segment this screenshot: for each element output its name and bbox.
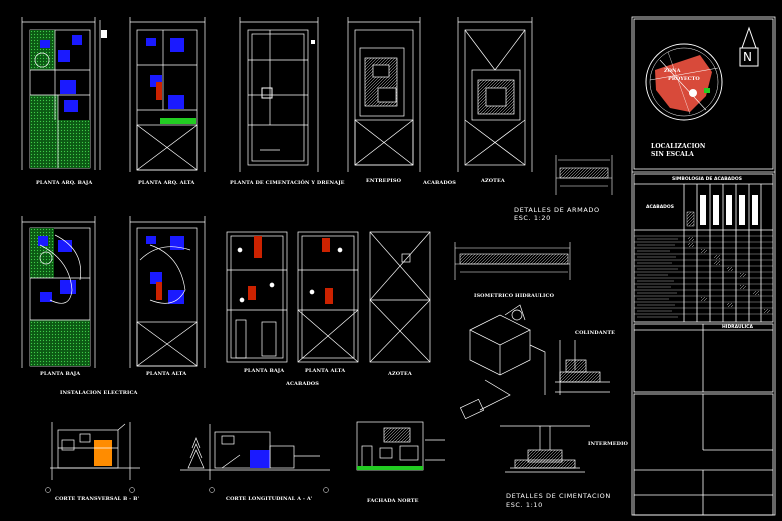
acabados-planta-alta bbox=[297, 231, 359, 363]
label-planta-alta: PLANTA ALTA bbox=[146, 371, 187, 377]
plan-cimentacion bbox=[239, 17, 319, 172]
label-detalles-cimentacion: DETALLES DE CIMENTACION bbox=[506, 492, 611, 500]
fachada-norte bbox=[356, 421, 445, 471]
title-block bbox=[631, 16, 776, 516]
label-acabados-1: ACABADOS bbox=[423, 180, 456, 186]
svg-text:PROYECTO: PROYECTO bbox=[668, 76, 700, 82]
label-acabados-2: ACABADOS bbox=[286, 381, 319, 387]
north-arrow bbox=[739, 26, 759, 67]
label-isometrico: ISOMETRICO HIDRAULICO bbox=[474, 293, 555, 299]
label-acabados-tb: ACABADOS bbox=[646, 205, 674, 210]
label-corte-longitudinal: CORTE LONGITUDINAL A - A' bbox=[226, 496, 313, 502]
elec-planta-alta bbox=[129, 216, 206, 368]
north-label: N bbox=[743, 50, 752, 64]
label-sin-escala: SIN ESCALA bbox=[651, 151, 694, 158]
detalle-viga bbox=[454, 242, 571, 280]
label-planta-arq-alta: PLANTA ARQ. ALTA bbox=[138, 180, 195, 186]
label-planta-arq-baja: PLANTA ARQ. BAJA bbox=[36, 180, 93, 186]
plan-arq-alta bbox=[129, 17, 206, 172]
label-simbologia: SIMBOLOGIA DE ACABADOS bbox=[672, 177, 742, 182]
label-planta-alta-2: PLANTA ALTA bbox=[305, 368, 346, 374]
acabados-planta-baja bbox=[226, 231, 288, 363]
label-planta-baja: PLANTA BAJA bbox=[40, 371, 81, 377]
label-fachada-norte: FACHADA NORTE bbox=[367, 498, 419, 504]
label-corte-transversal: CORTE TRANSVERSAL B - B' bbox=[55, 496, 140, 502]
label-instalacion-electrica: INSTALACION ELECTRICA bbox=[60, 390, 138, 396]
label-azotea-1: AZOTEA bbox=[481, 178, 505, 184]
label-intermedio: INTERMEDIO bbox=[588, 441, 628, 447]
label-localizacion: LOCALIZACION bbox=[651, 143, 706, 150]
plan-azotea bbox=[457, 17, 533, 172]
finishes-schedule-grid bbox=[634, 235, 773, 318]
label-detalles-armado-escala: ESC. 1:20 bbox=[514, 214, 551, 222]
detalle-cimentacion bbox=[500, 425, 590, 473]
section-markers bbox=[45, 487, 329, 493]
corte-longitudinal bbox=[180, 424, 330, 480]
label-detalles-armado: DETALLES DE ARMADO bbox=[514, 206, 600, 214]
label-detalles-cimentacion-escala: ESC. 1:10 bbox=[506, 501, 543, 509]
label-cimentacion: PLANTA DE CIMENTACIÓN Y DRENAJE bbox=[230, 180, 345, 186]
label-planta-baja-2: PLANTA BAJA bbox=[244, 368, 285, 374]
label-azotea-2: AZOTEA bbox=[388, 371, 412, 377]
plan-entrepiso bbox=[347, 17, 421, 172]
schedule-marks bbox=[686, 195, 770, 313]
isometrico-hidraulico bbox=[459, 304, 546, 420]
detalle-armado bbox=[555, 155, 613, 195]
label-colindante: COLINDANTE bbox=[575, 330, 616, 336]
label-entrepiso: ENTREPISO bbox=[366, 178, 402, 184]
detalle-colindante bbox=[555, 340, 610, 395]
label-hidraulica: HIDRAULICA bbox=[722, 325, 753, 330]
elec-planta-baja bbox=[21, 216, 96, 368]
location-map: ZONA PROYECTO bbox=[645, 43, 723, 121]
acabados-azotea bbox=[369, 231, 431, 363]
svg-text:ZONA: ZONA bbox=[664, 68, 681, 74]
corte-transversal bbox=[50, 422, 140, 480]
plan-arq-baja bbox=[21, 17, 107, 170]
